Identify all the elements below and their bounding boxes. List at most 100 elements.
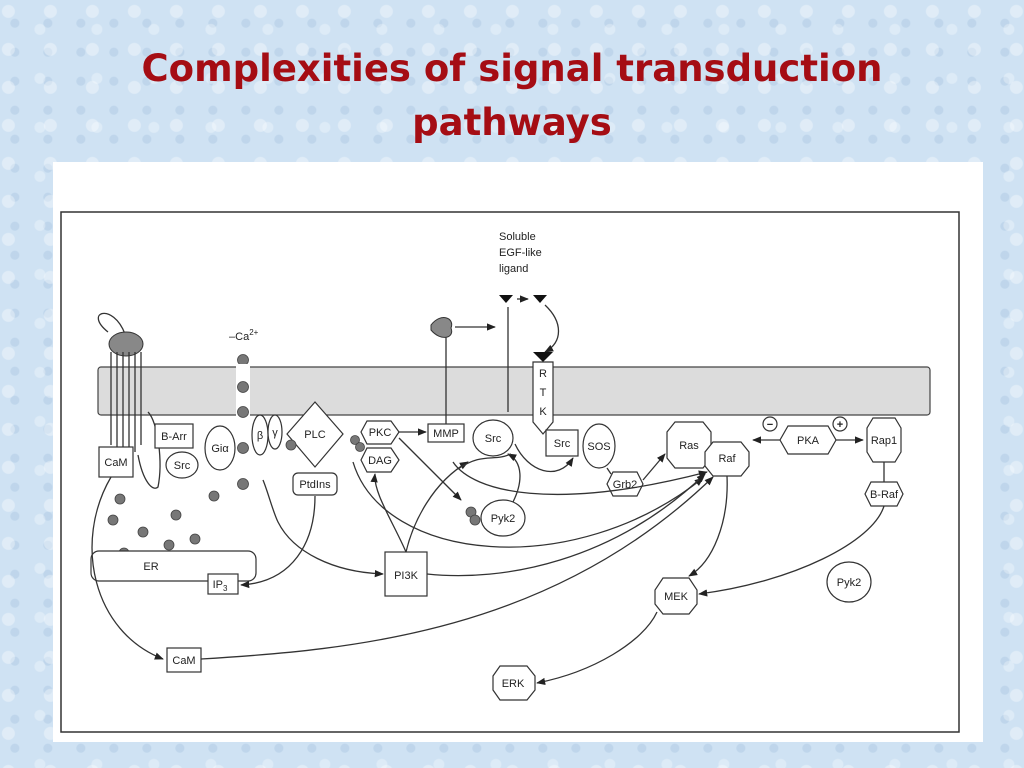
gamma-node bbox=[267, 414, 283, 450]
pyk2-mid-node bbox=[480, 499, 526, 537]
src-to-src-rtk-arrow bbox=[514, 443, 574, 473]
ca-ion bbox=[137, 526, 149, 538]
ca-ion bbox=[237, 381, 249, 393]
ligand-triangle-right bbox=[533, 295, 547, 303]
ca-ion bbox=[163, 539, 175, 551]
minus-label: − bbox=[767, 419, 773, 431]
pyk2-to-src-arrow bbox=[507, 453, 521, 503]
gamma-label: γ bbox=[272, 427, 278, 439]
ip3-label: IP3 bbox=[213, 579, 228, 593]
rap1-label: Rap1 bbox=[871, 435, 897, 447]
slide-title: Complexities of signal transduction path… bbox=[0, 42, 1024, 150]
ras-label: Ras bbox=[679, 440, 699, 452]
b-raf-to-mek-arrow bbox=[698, 505, 885, 597]
grb2-to-ras-arrow bbox=[642, 453, 666, 481]
dag-node bbox=[360, 447, 400, 473]
ca-ion bbox=[107, 514, 119, 526]
dag-label: DAG bbox=[368, 455, 392, 467]
ptdins-node bbox=[292, 472, 338, 496]
b-arr-label: B-Arr bbox=[161, 431, 187, 443]
cam-to-raf-arrow bbox=[200, 476, 714, 660]
rtk-label-k: K bbox=[539, 406, 547, 418]
pkc-to-pyk2-arrow bbox=[398, 437, 462, 501]
sos-label: SOS bbox=[587, 441, 610, 453]
minus-sign-icon bbox=[762, 416, 778, 432]
pkc-label: PKC bbox=[369, 427, 392, 439]
b-raf-label: B-Raf bbox=[870, 489, 899, 501]
pi3k-to-src-arrow bbox=[405, 461, 469, 553]
pka-label: PKA bbox=[797, 435, 820, 447]
cam-bottom-node bbox=[166, 647, 202, 673]
b-raf-node bbox=[864, 481, 904, 507]
ca-ion bbox=[469, 514, 481, 526]
b-arr-node bbox=[154, 423, 194, 449]
ptdins-to-ip3-arrow bbox=[240, 495, 316, 589]
slide-title-line1: Complexities of signal transduction bbox=[141, 47, 883, 90]
raf-node bbox=[704, 441, 750, 477]
mmp-cleaver-icon bbox=[430, 317, 453, 338]
dag-to-raf-arrow bbox=[352, 461, 704, 548]
slide-title-line2: pathways bbox=[412, 101, 612, 144]
ca-ion bbox=[237, 354, 249, 366]
ligand-triangle-left bbox=[499, 295, 513, 303]
cell-membrane bbox=[97, 366, 931, 416]
diagram-frame bbox=[60, 211, 960, 733]
cam-top-label: CaM bbox=[104, 457, 127, 469]
cam-bottom-label: CaM bbox=[172, 655, 195, 667]
ca-ion bbox=[237, 478, 249, 490]
ca-label: –Ca2+ bbox=[229, 328, 259, 343]
pyk2-right-label: Pyk2 bbox=[837, 577, 861, 589]
src-rtk-node bbox=[545, 429, 579, 457]
ca-ion bbox=[237, 442, 249, 454]
ca-ion bbox=[355, 442, 365, 452]
ligand-label-line2: EGF-like bbox=[499, 247, 542, 259]
ca-ion bbox=[237, 406, 249, 418]
erk-label: ERK bbox=[502, 678, 525, 690]
pi3k-label: PI3K bbox=[394, 570, 419, 582]
rap1-node bbox=[866, 417, 902, 463]
src-mid-node bbox=[472, 419, 514, 457]
gpcr-helices bbox=[110, 352, 142, 455]
mmp-label: MMP bbox=[433, 428, 459, 440]
er-label: ER bbox=[143, 561, 158, 573]
pi3k-to-raf-arrow bbox=[426, 473, 706, 577]
ca-ion bbox=[285, 439, 297, 451]
mek-label: MEK bbox=[664, 591, 689, 603]
ptdins-label: PtdIns bbox=[299, 479, 331, 491]
plus-sign-icon bbox=[832, 416, 848, 432]
erk-node bbox=[492, 665, 536, 701]
cam-top-node bbox=[98, 446, 134, 478]
src-mid-label: Src bbox=[485, 433, 502, 445]
ligand-to-rtk-arrow bbox=[544, 304, 559, 353]
ca-ion bbox=[208, 490, 220, 502]
rtk-ligand bbox=[533, 352, 553, 362]
gpcr-ligand bbox=[108, 331, 144, 357]
plus-label: + bbox=[837, 419, 843, 431]
sos-grb2-link bbox=[606, 467, 612, 475]
ca-ion bbox=[114, 493, 126, 505]
mek-node bbox=[654, 577, 698, 615]
mek-to-erk-arrow bbox=[536, 611, 658, 685]
gi-alpha-node bbox=[204, 425, 236, 471]
ligand-label-line3: ligand bbox=[499, 263, 528, 275]
pkc-node bbox=[360, 420, 400, 445]
gi-alpha-label: Giα bbox=[211, 443, 229, 455]
rtk-label-r: R bbox=[539, 368, 547, 380]
rtk-label-t: T bbox=[540, 387, 547, 399]
beta-gamma-to-pi3k-arrow bbox=[262, 479, 384, 578]
src-left-node bbox=[165, 451, 199, 479]
raf-to-mek-arrow bbox=[688, 475, 728, 577]
plc-label: PLC bbox=[304, 429, 325, 441]
signal-pathway-diagram: Soluble EGF-like ligand –Ca2+ CaM B-Arr … bbox=[60, 211, 960, 733]
plc-node bbox=[286, 401, 344, 468]
gpcr-loop bbox=[97, 312, 126, 335]
ligand-label-line1: Soluble bbox=[499, 231, 536, 243]
src-to-raf-arrow bbox=[452, 461, 708, 496]
src-rtk-label: Src bbox=[554, 438, 571, 450]
cam-to-cam-arrow bbox=[91, 476, 164, 660]
rtk-node bbox=[532, 361, 554, 435]
pyk2-mid-label: Pyk2 bbox=[491, 513, 515, 525]
diagram-panel: Soluble EGF-like ligand –Ca2+ CaM B-Arr … bbox=[53, 162, 983, 742]
raf-label: Raf bbox=[718, 453, 736, 465]
pyk2-right-node bbox=[826, 561, 872, 603]
